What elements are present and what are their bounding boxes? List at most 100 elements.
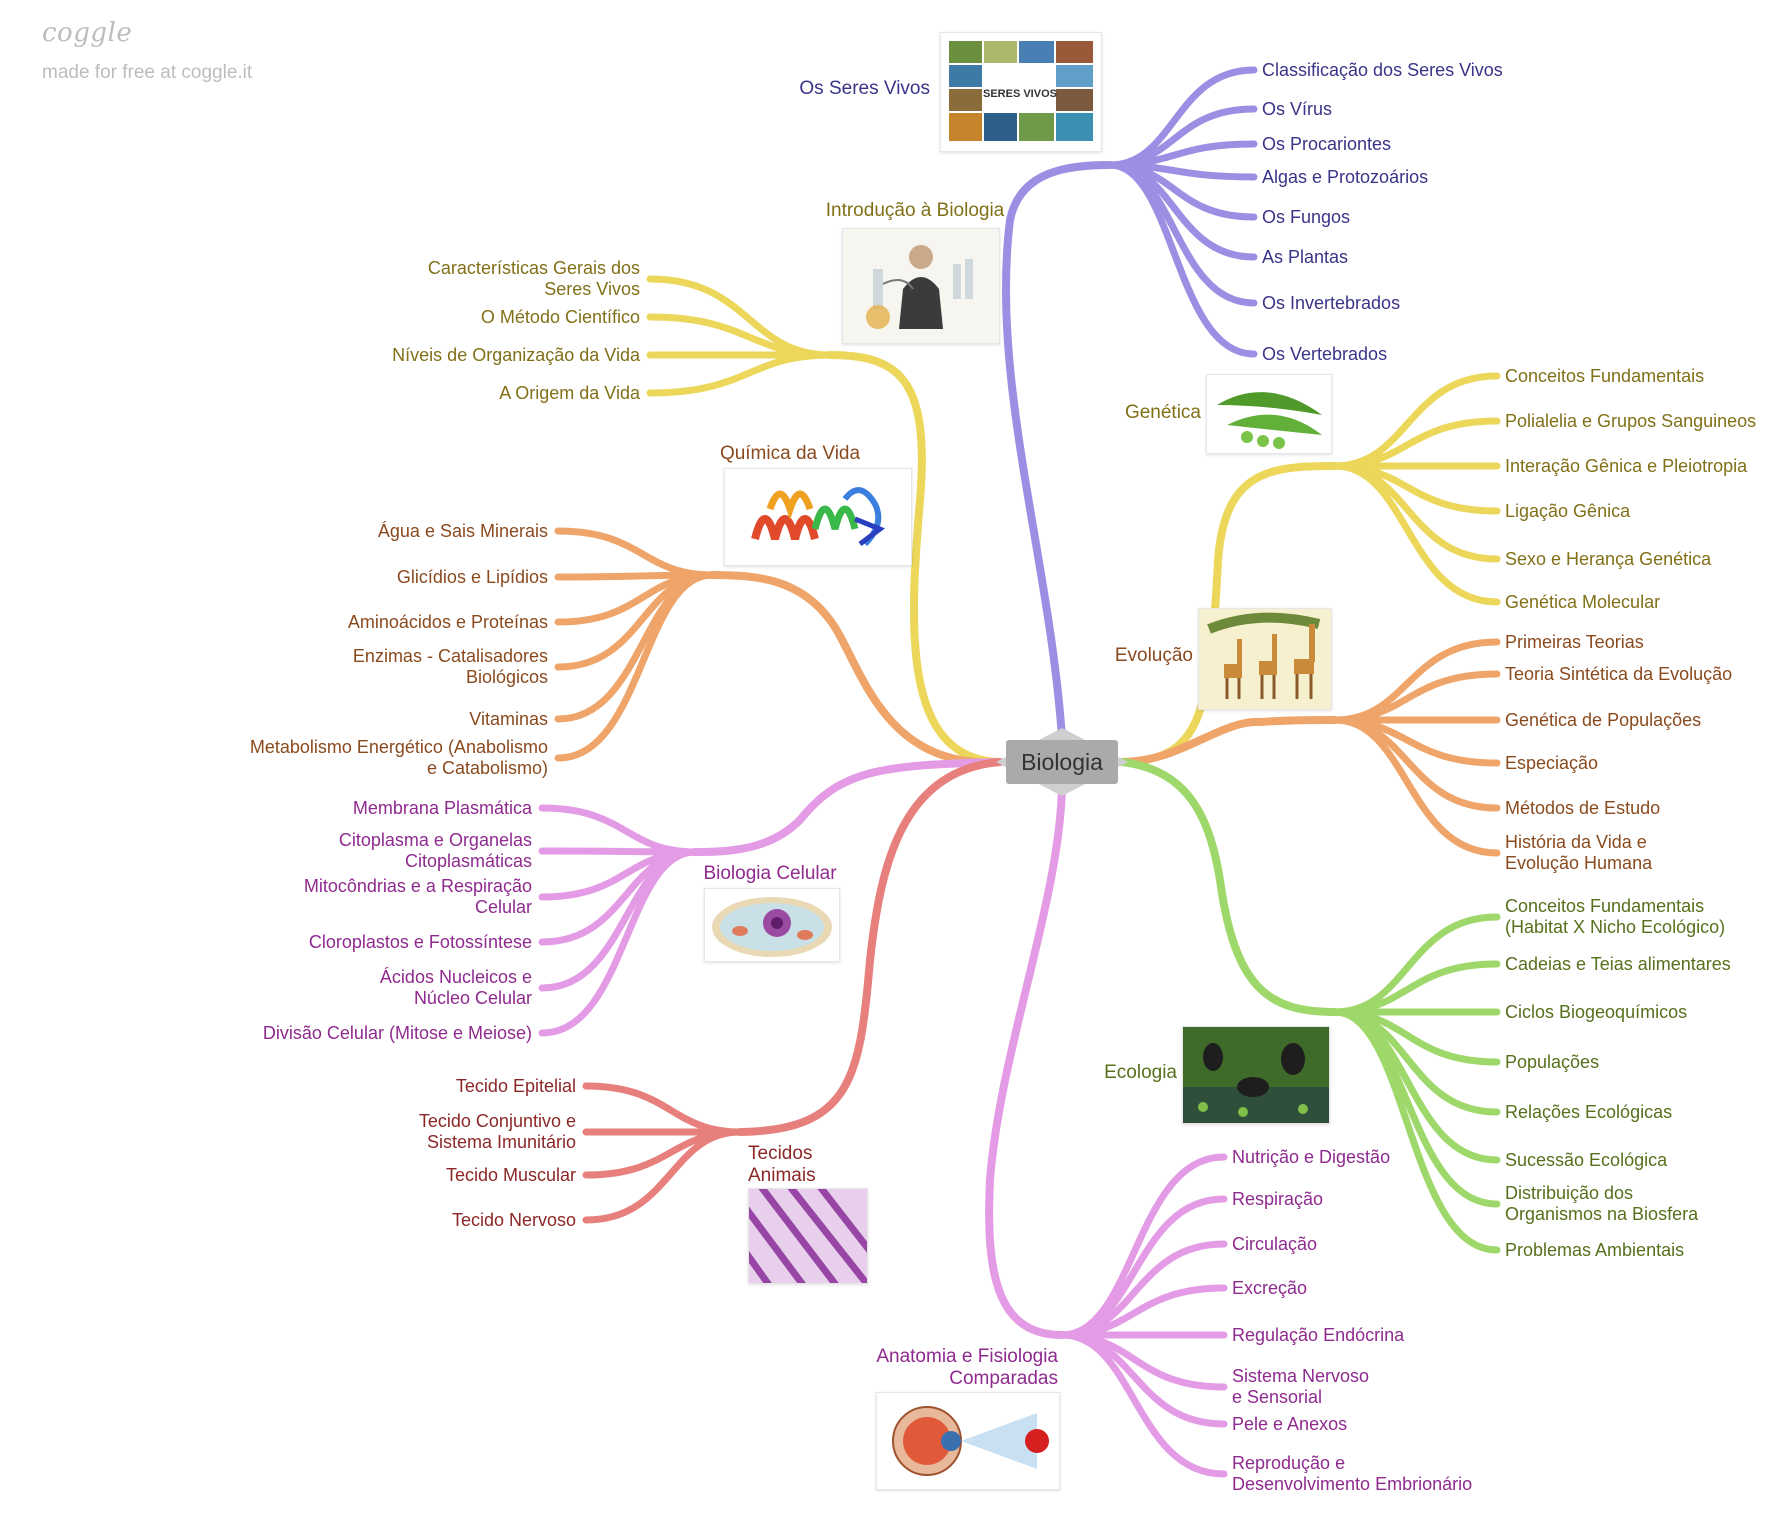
tecidos-image[interactable] [748, 1188, 868, 1284]
chimpanzees-photo-icon [1183, 1027, 1329, 1123]
ecologia-item[interactable]: Cadeias e Teias alimentares [1505, 953, 1731, 974]
anatomia-item[interactable]: Respiração [1232, 1188, 1324, 1209]
celular-item[interactable]: Cloroplastos e Fotossíntese [308, 931, 532, 952]
introducao-item[interactable]: Níveis de Organização da Vida [392, 344, 640, 365]
celular-image[interactable] [704, 888, 840, 962]
celular-item[interactable]: Membrana Plasmática [352, 797, 532, 818]
quimica-item[interactable]: Glicídios e Lipídios [396, 566, 548, 587]
anatomia-item[interactable]: Circulação [1232, 1233, 1318, 1254]
genetica-item[interactable]: Polialelia e Grupos Sanguineos [1505, 410, 1757, 431]
genetica-item[interactable]: Conceitos Fundamentais [1505, 365, 1705, 386]
eye-anatomy-diagram-icon [892, 1406, 1049, 1476]
evolucao-item[interactable]: Teoria Sintética da Evolução [1505, 663, 1733, 684]
introducao-item[interactable]: A Origem da Vida [499, 382, 640, 403]
coggle-logo: coggle [42, 18, 133, 48]
seres-vivos-item[interactable]: Os Vertebrados [1262, 343, 1388, 364]
introducao-title[interactable]: Introdução à Biologia [825, 200, 1005, 221]
quimica-item[interactable]: Aminoácidos e Proteínas [347, 611, 548, 632]
seres-vivos-item[interactable]: Algas e Protozoários [1262, 166, 1429, 187]
cell-illustration-icon [712, 897, 832, 957]
evolucao-item[interactable]: Primeiras Teorias [1505, 631, 1644, 652]
ecologia-item[interactable]: Sucessão Ecológica [1505, 1149, 1668, 1170]
ecologia-item[interactable]: Ciclos Biogeoquímicos [1505, 1001, 1688, 1022]
quimica-image[interactable] [724, 468, 912, 566]
trunk-seres_vivos [1002, 161, 1114, 742]
evolucao-title[interactable]: Evolução [1114, 645, 1193, 666]
ecologia-item[interactable]: Problemas Ambientais [1505, 1239, 1685, 1260]
celular-link-4 [538, 848, 699, 992]
ecologia-link-5 [1331, 1008, 1501, 1164]
trunk-evolucao [1118, 716, 1339, 766]
celular-link-5 [538, 848, 699, 1037]
quimica-link-5 [554, 571, 716, 762]
evolucao-item[interactable]: Especiação [1505, 752, 1599, 773]
trunk-quimica [708, 571, 1004, 767]
tecidos-item[interactable]: Tecido Nervoso [451, 1209, 576, 1230]
trunk-celular [691, 758, 1004, 856]
ecologia-image[interactable] [1182, 1026, 1330, 1124]
genetica-item[interactable]: Genética Molecular [1505, 591, 1661, 612]
evolucao-item[interactable]: Métodos de Estudo [1505, 797, 1661, 818]
tecidos-item[interactable]: Tecido Muscular [445, 1164, 576, 1185]
genetica-item[interactable]: Sexo e Herança Genética [1505, 548, 1712, 569]
celular-item[interactable]: Divisão Celular (Mitose e Meiose) [262, 1022, 532, 1043]
genetica-item[interactable]: Interação Gênica e Pleiotropia [1505, 455, 1748, 476]
seres-vivos-item[interactable]: Os Procariontes [1262, 133, 1392, 154]
seres_vivos-link-2 [1106, 140, 1258, 169]
ecologia-item[interactable]: Conceitos Fundamentais(Habitat X Nicho E… [1505, 896, 1726, 937]
evolucao-link-0 [1331, 638, 1501, 724]
seres-vivos-item[interactable]: Classificação dos Seres Vivos [1262, 59, 1503, 80]
genetica-image[interactable] [1206, 374, 1332, 454]
seres-vivos-item[interactable]: Os Fungos [1262, 206, 1351, 227]
muscle-tissue-image-icon [749, 1189, 867, 1283]
evolucao-link-5 [1331, 716, 1501, 857]
celular-title[interactable]: Biologia Celular [703, 863, 837, 884]
quimica-title[interactable]: Química da Vida [719, 443, 861, 464]
ecologia-link-7 [1331, 1008, 1501, 1254]
seres-vivos-item[interactable]: As Plantas [1262, 246, 1349, 267]
trunk-introducao [826, 351, 1004, 766]
anatomia-item[interactable]: Nutrição e Digestão [1232, 1146, 1391, 1167]
introducao-link-3 [646, 351, 834, 397]
seres-vivos-item[interactable]: Os Vírus [1262, 98, 1333, 119]
protein-structure-image-icon [751, 487, 886, 547]
anatomia-item[interactable]: Excreção [1232, 1277, 1308, 1298]
tecidos-link-0 [582, 1082, 744, 1136]
trunk-anatomia [985, 782, 1066, 1339]
ecologia-title[interactable]: Ecologia [1104, 1062, 1177, 1083]
ecologia-item[interactable]: Relações Ecológicas [1505, 1101, 1673, 1122]
introducao-image[interactable] [842, 228, 1000, 344]
giraffes-illustration-icon [1199, 609, 1331, 709]
evolucao-item[interactable]: Genética de Populações [1505, 709, 1702, 730]
root-node[interactable]: Biologia [1006, 740, 1118, 784]
genetica-title[interactable]: Genética [1124, 402, 1201, 423]
tecidos-item[interactable]: Tecido Epitelial [455, 1075, 576, 1096]
introducao-item[interactable]: O Método Científico [480, 306, 640, 327]
anatomia-item[interactable]: Regulação Endócrina [1232, 1324, 1405, 1345]
quimica-item[interactable]: Água e Sais Minerais [377, 520, 548, 541]
anatomia-item[interactable]: Pele e Anexos [1232, 1413, 1348, 1434]
ecologia-item[interactable]: Populações [1505, 1051, 1600, 1072]
seres-vivos-title[interactable]: Os Seres Vivos [799, 78, 930, 99]
seres-vivos-image[interactable]: SERES VIVOS [940, 32, 1102, 152]
genetica-item[interactable]: Ligação Gênica [1505, 500, 1631, 521]
seres-vivos-item[interactable]: Os Invertebrados [1262, 292, 1401, 313]
quimica-item[interactable]: Vitaminas [469, 708, 548, 729]
anatomia-image[interactable] [876, 1392, 1060, 1490]
trunk-tecidos [736, 758, 1004, 1136]
evolucao-image[interactable] [1198, 608, 1332, 710]
